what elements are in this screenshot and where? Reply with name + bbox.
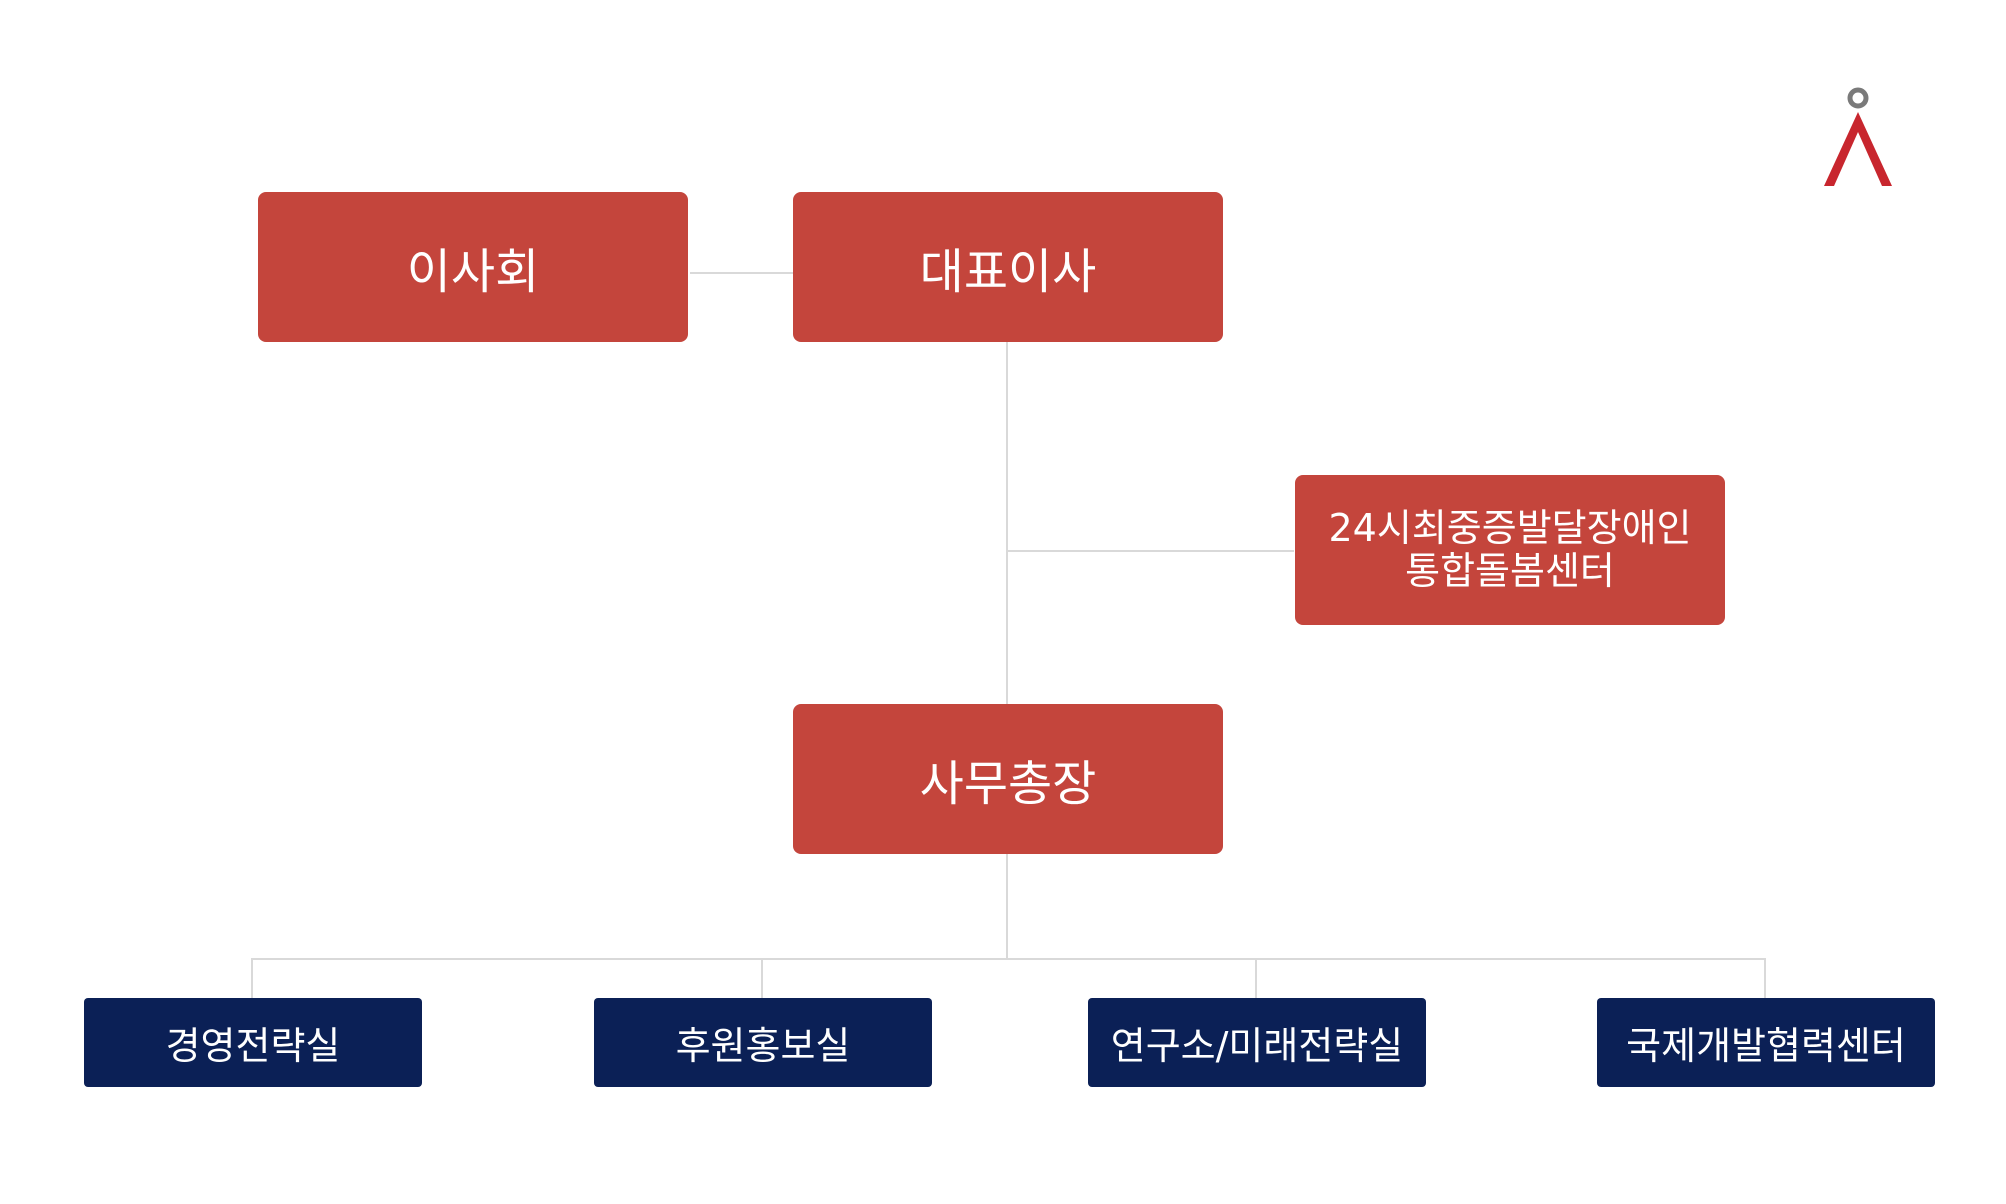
department-box-sponsorship-pr: 후원홍보실 [594, 998, 932, 1087]
care-center-box: 24시최중증발달장애인 통합돌봄센터 [1295, 475, 1725, 625]
secretary-general-label: 사무총장 [919, 756, 1097, 812]
connector-board-ceo [690, 272, 794, 274]
care-center-label-line2: 통합돌봄센터 [1405, 549, 1615, 593]
connector-secretary-down [1006, 854, 1008, 960]
ceo-box: 대표이사 [793, 192, 1223, 342]
connector-dept-4 [1764, 958, 1766, 998]
department-label: 경영전략실 [165, 1024, 341, 1068]
connector-ceo-secretary [1006, 342, 1008, 704]
board-label: 이사회 [406, 244, 540, 300]
department-box-research-future-strategy: 연구소/미래전략실 [1088, 998, 1426, 1087]
department-box-management-strategy: 경영전략실 [84, 998, 422, 1087]
department-label: 국제개발협력센터 [1626, 1024, 1906, 1068]
person-figure-logo-icon [1824, 87, 1892, 186]
board-box: 이사회 [258, 192, 688, 342]
connector-dept-2 [761, 958, 763, 998]
department-box-international-development: 국제개발협력센터 [1597, 998, 1935, 1087]
department-label: 후원홍보실 [675, 1024, 851, 1068]
connector-dept-1 [251, 958, 253, 998]
care-center-label-line1: 24시최중증발달장애인 [1328, 506, 1692, 551]
department-label: 연구소/미래전략실 [1110, 1024, 1404, 1068]
connector-dept-3 [1255, 958, 1257, 998]
connector-horizontal-bus [251, 958, 1766, 960]
ceo-label: 대표이사 [919, 244, 1097, 300]
connector-to-center [1006, 550, 1294, 552]
secretary-general-box: 사무총장 [793, 704, 1223, 854]
